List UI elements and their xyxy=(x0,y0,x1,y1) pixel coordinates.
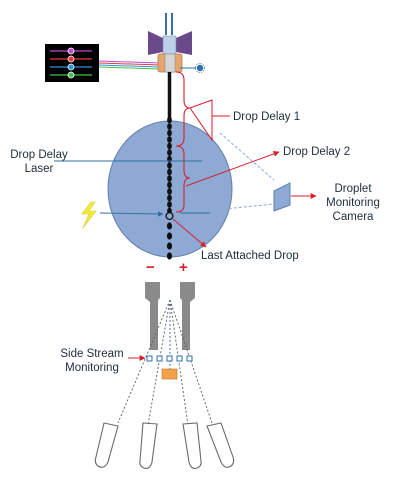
last-attached-drop-arrow xyxy=(172,218,207,248)
side-stream-label-line2: Monitoring xyxy=(65,362,119,374)
last-attached-drop xyxy=(165,211,174,221)
stream-segment xyxy=(167,123,172,130)
stream-segment xyxy=(167,168,172,176)
camera-label-line3: Camera xyxy=(332,211,374,223)
stream-segment xyxy=(167,149,172,156)
drop-delay-laser-label: Drop Delay Laser xyxy=(2,148,76,176)
stream-segment xyxy=(167,129,172,137)
stream-undulations xyxy=(167,116,172,215)
droplet-monitoring-camera-label: Droplet Monitoring Camera xyxy=(318,182,388,224)
drop-delay-2-label: Drop Delay 2 xyxy=(283,146,351,158)
camera-view-lines xyxy=(203,132,275,212)
drop-delay-laser-label-line2: Laser xyxy=(24,163,54,175)
stream-segment xyxy=(167,188,172,195)
positive-plate-sign: + xyxy=(179,259,188,276)
lightning-arrow xyxy=(99,211,164,217)
waste-sort-box xyxy=(161,368,178,380)
camera-label-line2: Monitoring xyxy=(326,197,380,209)
deflection-plates xyxy=(145,282,195,350)
droplet xyxy=(166,222,173,230)
deflected-streams xyxy=(117,299,213,426)
droplet-monitoring-camera-icon xyxy=(273,182,291,212)
side-stream-monitoring-label: Side Stream Monitoring xyxy=(52,347,132,375)
laser-source-panel xyxy=(45,44,99,82)
stream-segment xyxy=(167,162,172,169)
droplet xyxy=(166,252,173,260)
stream-segment xyxy=(167,136,172,143)
lightning-icon xyxy=(81,201,97,229)
drop-delay-laser-label-line1: Drop Delay xyxy=(10,149,68,161)
drop-delay-1-arrow xyxy=(189,99,230,142)
side-stream-label-line1: Side Stream xyxy=(60,348,124,360)
last-attached-drop-label: Last Attached Drop xyxy=(201,250,299,262)
laser-beams xyxy=(98,60,161,70)
stream-segment xyxy=(167,116,172,124)
stream-segment xyxy=(167,175,172,182)
stream-segment xyxy=(167,194,172,202)
droplets xyxy=(166,222,173,260)
droplet xyxy=(166,242,173,250)
camera-label-line1: Droplet xyxy=(334,183,372,195)
side-stream-monitor-boxes xyxy=(146,355,193,362)
stream-segment xyxy=(167,201,172,208)
stream-segment xyxy=(167,142,172,150)
drop-delay-1-label: Drop Delay 1 xyxy=(233,111,301,123)
drop-delay-2-arrow xyxy=(185,151,280,187)
collection-tubes xyxy=(94,422,235,469)
negative-plate-sign: − xyxy=(146,259,155,276)
droplet xyxy=(166,232,173,240)
stream-segment xyxy=(167,181,172,189)
scatter-detector xyxy=(180,63,205,73)
